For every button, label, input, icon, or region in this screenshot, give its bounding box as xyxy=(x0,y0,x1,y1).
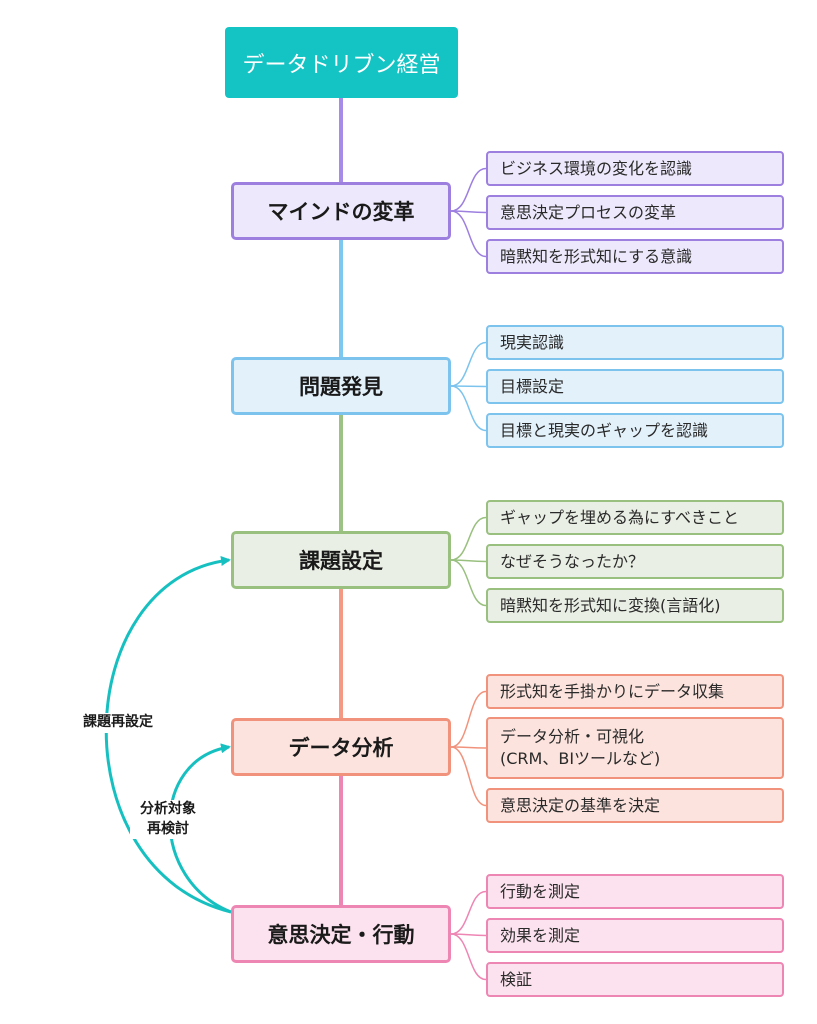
branch-connector xyxy=(450,933,487,981)
stage-item: なぜそうなったか？ xyxy=(486,544,784,579)
stage-item: 現実認識 xyxy=(486,325,784,360)
branch-connector xyxy=(450,210,487,258)
branch-connector xyxy=(450,746,487,749)
loop-arrow-reset-issue xyxy=(104,556,232,914)
loop-label-reset-issue: 課題再設定 xyxy=(72,713,164,733)
stage-item: ギャップを埋める為にすべきこと xyxy=(486,500,784,535)
branch-connector xyxy=(450,746,487,807)
branch-connector xyxy=(450,167,487,212)
branch-connector xyxy=(450,559,487,607)
stage-item: 暗黙知を形式知にする意識 xyxy=(486,239,784,274)
stage-item: 暗黙知を形式知に変換(言語化) xyxy=(486,588,784,623)
branch-connector xyxy=(450,516,487,561)
stage-item: 効果を測定 xyxy=(486,918,784,953)
stage-item: 行動を測定 xyxy=(486,874,784,909)
stage-decision-action: 意思決定・行動 xyxy=(231,905,451,963)
branch-connector xyxy=(450,890,487,935)
stage-item: 形式知を手掛かりにデータ収集 xyxy=(486,674,784,709)
stage-item: データ分析・可視化 (CRM、BIツールなど) xyxy=(486,717,784,779)
stage-issue-setting: 課題設定 xyxy=(231,531,451,589)
stage-item: 検証 xyxy=(486,962,784,997)
stage-item: 目標と現実のギャップを認識 xyxy=(486,413,784,448)
stage-data-analysis: データ分析 xyxy=(231,718,451,776)
branch-connector xyxy=(450,385,487,388)
stage-item: ビジネス環境の変化を認識 xyxy=(486,151,784,186)
stage-item: 意思決定の基準を決定 xyxy=(486,788,784,823)
branch-connector xyxy=(450,341,487,387)
root-node-title: データドリブン経営 xyxy=(225,27,458,98)
branch-connector xyxy=(450,385,487,432)
stage-item: 目標設定 xyxy=(486,369,784,404)
stage-problem-discovery: 問題発見 xyxy=(231,357,451,415)
stage-mindset-change: マインドの変革 xyxy=(231,182,451,240)
stage-item: 意思決定プロセスの変革 xyxy=(486,195,784,230)
loop-label-reexamine-analysis: 分析対象 再検討 xyxy=(130,800,206,840)
branch-connector xyxy=(450,690,487,748)
